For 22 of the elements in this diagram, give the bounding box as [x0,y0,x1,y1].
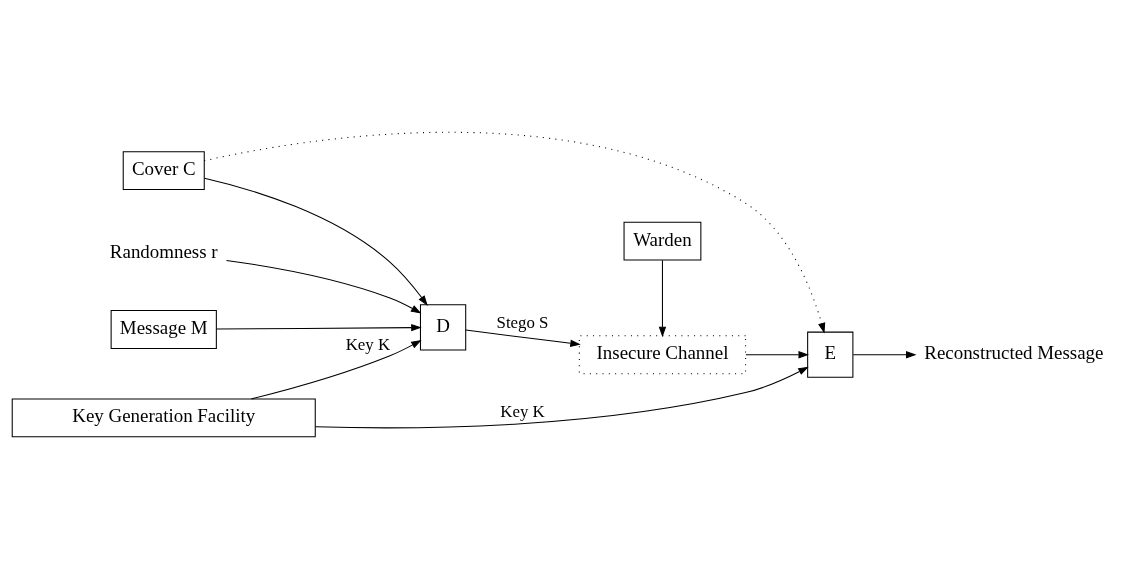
node-box: Message M [110,310,217,349]
arrow [251,339,422,400]
arrow [658,259,667,338]
arrow [314,366,809,429]
edge-label: Key K [500,401,545,421]
node-box: E [807,331,854,378]
node-box: Warden [623,221,702,261]
arrow [203,131,826,334]
node-box: Key Generation Facility [11,398,316,438]
node-text: Randomness r [109,241,218,263]
edge-label: Stego S [496,313,549,333]
arrow [745,351,809,359]
arrow [203,177,428,306]
edge-label: Key K [345,335,391,355]
arrow [225,259,422,314]
node-box: Insecure Channel [578,335,747,375]
arrow [465,329,581,347]
node-box: D [419,304,467,351]
node-text: Reconstructed Message [924,342,1104,364]
arrow [852,351,917,359]
arrow [216,323,422,332]
node-box: Cover C [122,151,205,191]
